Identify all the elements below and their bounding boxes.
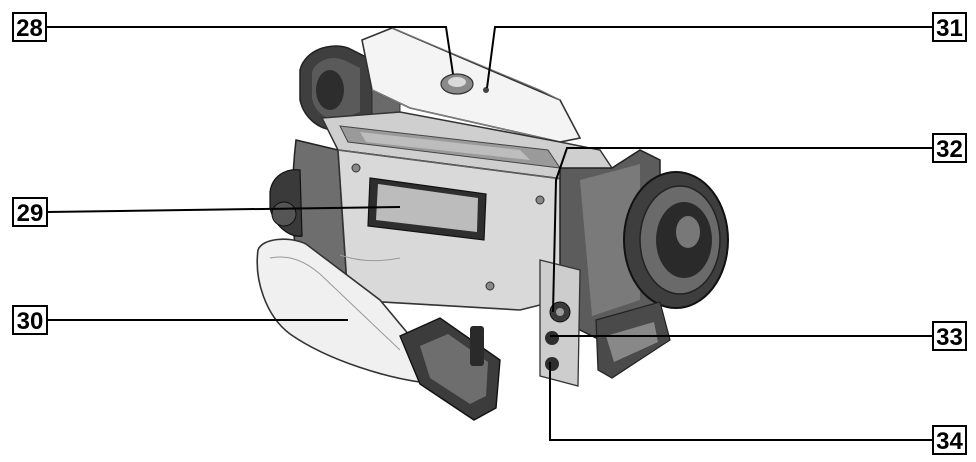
callout-34-label: 34 bbox=[936, 428, 963, 455]
jack-middle bbox=[545, 331, 559, 345]
leader-29 bbox=[46, 206, 401, 213]
callout-30-label: 30 bbox=[17, 308, 44, 335]
leader-32 bbox=[552, 147, 933, 313]
leader-34 bbox=[549, 362, 933, 441]
callout-30: 30 bbox=[12, 305, 48, 335]
cassette-lid bbox=[361, 27, 582, 143]
leader-31 bbox=[486, 26, 933, 89]
callout-33: 33 bbox=[932, 321, 967, 351]
light-sensor-dot bbox=[483, 87, 489, 93]
callout-31: 31 bbox=[932, 12, 967, 42]
jack-bottom bbox=[545, 357, 559, 371]
callout-29-label: 29 bbox=[17, 200, 44, 227]
callout-31-label: 31 bbox=[936, 15, 963, 42]
callout-32-label: 32 bbox=[936, 136, 963, 163]
leader-28 bbox=[46, 26, 454, 75]
jack-panel bbox=[539, 259, 581, 387]
callout-33-label: 33 bbox=[936, 324, 963, 351]
leader-lines bbox=[46, 26, 933, 441]
camcorder-illustration bbox=[256, 27, 729, 421]
grip-strap bbox=[256, 238, 501, 421]
callout-32: 32 bbox=[932, 133, 967, 163]
lens-assembly bbox=[559, 149, 729, 379]
callout-34: 34 bbox=[932, 425, 967, 455]
callout-28: 28 bbox=[12, 12, 47, 42]
callout-29: 29 bbox=[12, 197, 48, 227]
camera-body bbox=[269, 111, 614, 311]
callout-28-label: 28 bbox=[16, 15, 43, 42]
